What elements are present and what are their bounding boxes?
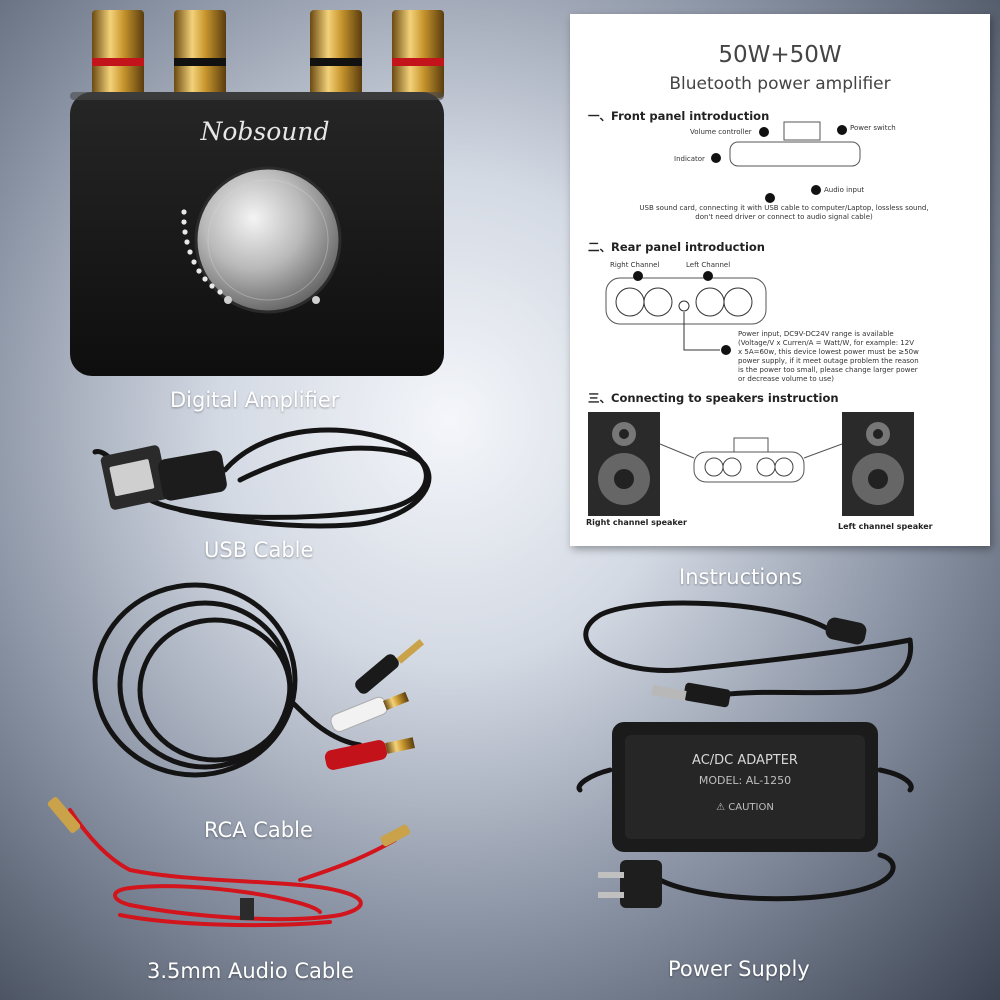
sheet-subtitle: Bluetooth power amplifier bbox=[669, 74, 891, 94]
speaker-left bbox=[842, 412, 914, 516]
label-digital-amplifier: Digital Amplifier bbox=[170, 388, 340, 412]
label-right-channel: Right Channel bbox=[610, 261, 660, 269]
power-note: Power input, DC9V-DC24V range is availab… bbox=[738, 330, 919, 383]
rca-plug-white bbox=[330, 691, 409, 732]
jack-plug-3.5mm bbox=[355, 639, 425, 694]
adapter-caution: ⚠ CAUTION bbox=[716, 802, 774, 813]
label-power-switch: Power switch bbox=[850, 124, 896, 132]
label-rca-cable: RCA Cable bbox=[204, 818, 313, 842]
rca-plug-red bbox=[324, 737, 415, 770]
section-connecting: 三、Connecting to speakers instruction bbox=[588, 391, 839, 405]
wall-plug bbox=[598, 860, 662, 908]
adapter-label-line1: AC/DC ADAPTER bbox=[692, 753, 798, 768]
label-indicator: Indicator bbox=[674, 155, 705, 163]
binding-post bbox=[392, 10, 444, 98]
label-right-speaker: Right channel speaker bbox=[586, 518, 687, 527]
instruction-sheet: 50W+50W Bluetooth power amplifier 一、Fron… bbox=[570, 14, 990, 546]
sheet-title: 50W+50W bbox=[718, 42, 842, 68]
binding-post bbox=[92, 10, 144, 98]
label-usb-cable: USB Cable bbox=[204, 538, 314, 562]
section-front-panel: 一、Front panel introduction bbox=[588, 109, 770, 123]
usb-note: USB sound card, connecting it with USB c… bbox=[639, 204, 929, 221]
binding-post bbox=[310, 10, 362, 98]
label-left-channel: Left Channel bbox=[686, 261, 731, 269]
label-audio-input: Audio input bbox=[824, 186, 865, 194]
brand-logo: Nobsound bbox=[199, 117, 329, 146]
binding-post bbox=[174, 10, 226, 98]
adapter-label-line2: MODEL: AL-1250 bbox=[699, 774, 791, 787]
speaker-right bbox=[588, 412, 660, 516]
label-instructions: Instructions bbox=[679, 565, 803, 589]
label-power-supply: Power Supply bbox=[668, 957, 810, 981]
level-indicator-leds bbox=[181, 209, 223, 295]
label-audio-cable: 3.5mm Audio Cable bbox=[147, 959, 354, 983]
volume-knob bbox=[194, 166, 342, 314]
label-volume-controller: Volume controller bbox=[690, 128, 752, 136]
label-left-speaker: Left channel speaker bbox=[838, 522, 933, 531]
section-rear-panel: 二、Rear panel introduction bbox=[588, 240, 765, 254]
